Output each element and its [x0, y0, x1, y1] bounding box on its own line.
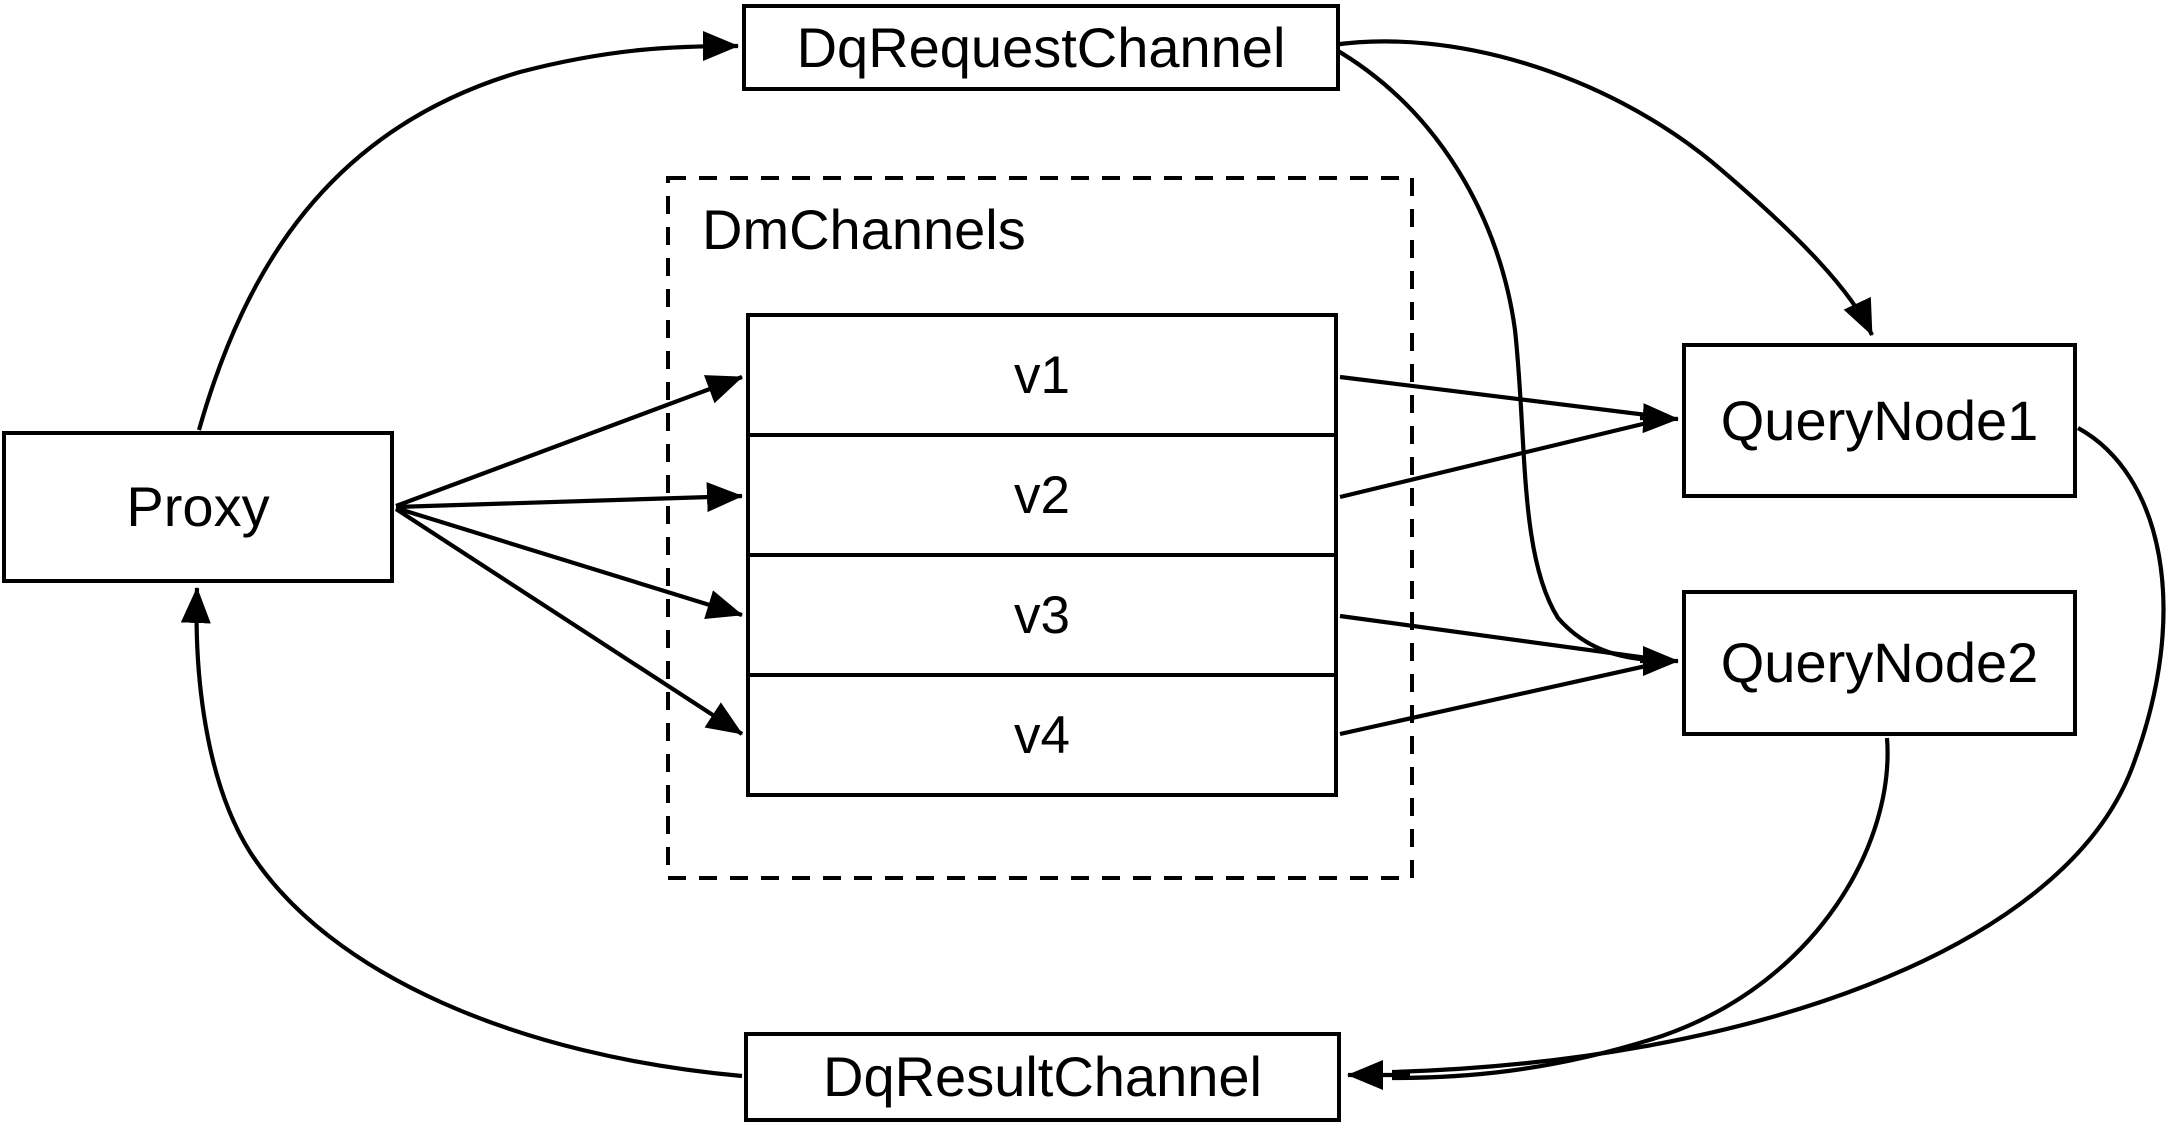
proxy-node: Proxy	[2, 431, 394, 583]
dq-result-channel-node: DqResultChannel	[744, 1032, 1341, 1122]
dq-result-channel-label: DqResultChannel	[823, 1045, 1262, 1108]
query-node-2-label: QueryNode2	[1720, 631, 2039, 694]
proxy-label: Proxy	[126, 475, 270, 538]
edge-proxy-to-v1	[395, 375, 743, 508]
dq-request-channel-node: DqRequestChannel	[742, 4, 1340, 91]
arrowhead-into-query-node-1	[1639, 403, 1679, 434]
edge-proxy-to-dq-request-channel	[196, 31, 739, 431]
edge-proxy-to-v4	[394, 507, 744, 736]
dq-request-channel-label: DqRequestChannel	[796, 15, 1286, 79]
dm-channel-v2: v2	[750, 433, 1334, 553]
edge-v4-to-query-node-2	[1339, 661, 1656, 737]
edge-proxy-to-v3	[395, 505, 743, 619]
query-node-1-node: QueryNode1	[1682, 343, 2077, 498]
dm-channel-v4-label: v4	[1014, 705, 1070, 765]
dm-channel-v3-label: v3	[1014, 585, 1070, 645]
edge-query-node-2-to-dq-result-channel	[1391, 737, 1890, 1081]
dm-channels-label: DmChannels	[702, 198, 1026, 261]
dm-channel-v1: v1	[750, 317, 1334, 433]
edge-dq-request-channel-to-query-node-1	[1332, 39, 1874, 336]
query-node-2-node: QueryNode2	[1682, 590, 2077, 736]
dm-channel-v4: v4	[750, 673, 1334, 793]
query-node-1-label: QueryNode1	[1720, 388, 2039, 452]
edge-v3-to-query-node-2	[1339, 613, 1656, 662]
dm-channel-v2-label: v2	[1014, 465, 1070, 525]
edge-v1-to-query-node-1	[1339, 374, 1656, 419]
edge-query-node-1-to-dq-result-channel	[1391, 426, 2166, 1075]
dm-channels-stack: v1 v2 v3 v4	[746, 313, 1338, 797]
edge-v2-to-query-node-1	[1339, 418, 1656, 500]
edge-dq-result-channel-to-proxy	[180, 587, 743, 1079]
edge-dq-request-channel-to-query-node-2	[1331, 46, 1653, 663]
dm-channel-v1-label: v1	[1014, 345, 1070, 405]
dm-channels-dashed-border	[666, 176, 1414, 880]
edge-proxy-to-v2	[395, 482, 743, 513]
dm-channel-v3: v3	[750, 553, 1334, 673]
